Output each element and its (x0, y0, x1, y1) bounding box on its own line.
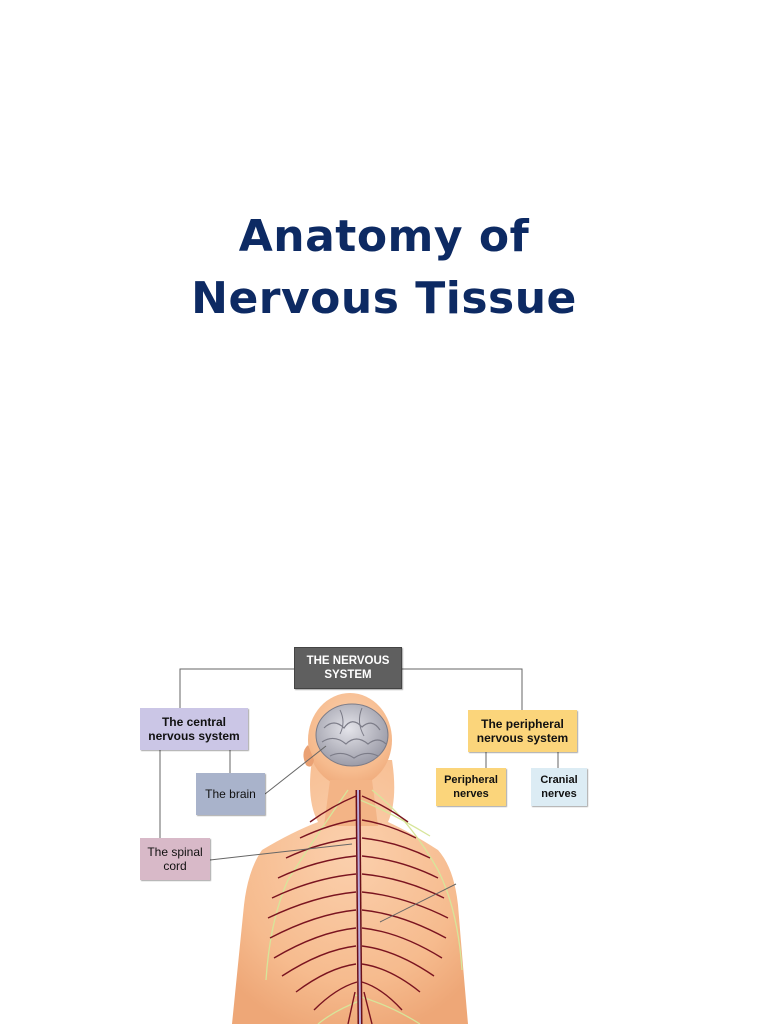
peripheral-nerve-lines (265, 789, 463, 1024)
cranial-nerves-label: Cranial nerves (540, 774, 578, 800)
title-line-1: Anatomy of (238, 211, 530, 262)
nervous-system-label: THE NERVOUS SYSTEM (306, 655, 390, 681)
spinal-cord-box: The spinal cord (140, 838, 210, 880)
peripheral-nervous-system-label: The peripheral nervous system (476, 717, 569, 745)
cranial-nerves-box: Cranial nerves (531, 768, 587, 806)
peripheral-nervous-system-box: The peripheral nervous system (468, 710, 577, 752)
brain-box: The brain (196, 773, 265, 815)
peripheral-nerves-box: Peripheral nerves (436, 768, 506, 806)
central-nervous-system-label: The central nervous system (148, 715, 240, 743)
peripheral-nerves-label: Peripheral nerves (444, 774, 498, 800)
nervous-system-box: THE NERVOUS SYSTEM (294, 647, 402, 689)
central-nervous-system-box: The central nervous system (140, 708, 248, 750)
brain-illustration (315, 703, 389, 767)
spinal-cord-label: The spinal cord (147, 845, 203, 873)
brain-label: The brain (205, 787, 256, 801)
spinal-nerves (267, 789, 449, 1024)
connector-lines (159, 668, 559, 923)
neck (324, 780, 378, 826)
page-title: Anatomy of Nervous Tissue (0, 206, 768, 330)
title-line-2: Nervous Tissue (191, 273, 577, 324)
